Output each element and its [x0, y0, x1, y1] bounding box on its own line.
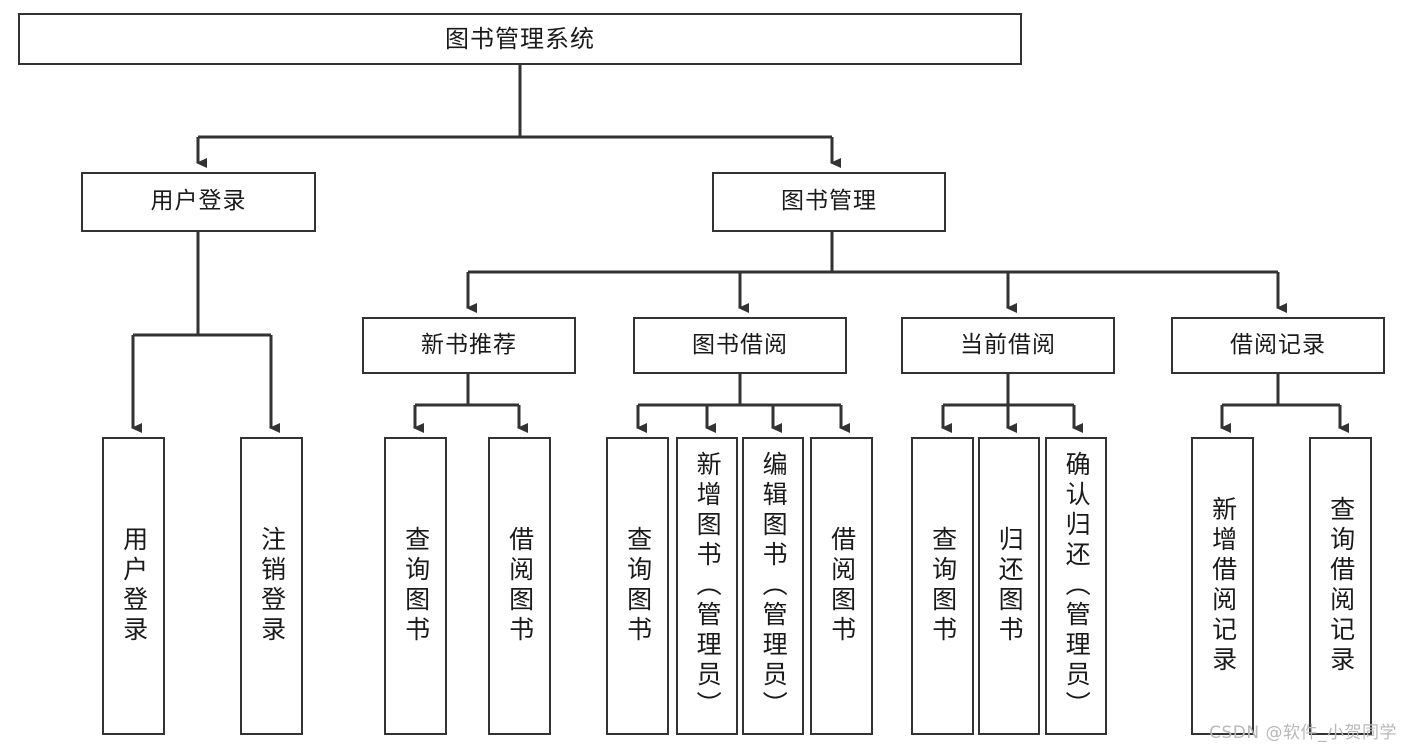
node-leaf-confirm-return[interactable]: 确认归还（管理员） [1045, 437, 1107, 735]
node-user-login[interactable]: 用户登录 [81, 172, 316, 232]
node-book-borrow-label: 图书借阅 [692, 331, 788, 358]
node-current-borrow[interactable]: 当前借阅 [901, 317, 1115, 374]
node-leaf-add-book-label: 新增图书（管理员） [693, 451, 723, 721]
node-leaf-borrow-book-2[interactable]: 借阅图书 [810, 437, 873, 735]
node-leaf-add-record[interactable]: 新增借阅记录 [1191, 437, 1254, 735]
node-leaf-borrow-book-2-label: 借阅图书 [827, 526, 857, 646]
node-leaf-query-book-3[interactable]: 查询图书 [911, 437, 974, 735]
node-book-borrow[interactable]: 图书借阅 [633, 317, 847, 374]
node-leaf-query-book-3-label: 查询图书 [928, 526, 958, 646]
node-root-label: 图书管理系统 [445, 24, 595, 53]
csdn-watermark: CSDN @软件_小贺同学 [1209, 723, 1397, 743]
node-current-borrow-label: 当前借阅 [960, 331, 1056, 358]
node-leaf-edit-book-label: 编辑图书（管理员） [759, 451, 789, 721]
node-leaf-add-record-label: 新增借阅记录 [1208, 496, 1238, 676]
node-leaf-return-book[interactable]: 归还图书 [978, 437, 1040, 735]
node-leaf-edit-book[interactable]: 编辑图书（管理员） [742, 437, 804, 735]
node-user-login-label: 用户登录 [150, 188, 247, 215]
node-leaf-borrow-book-1[interactable]: 借阅图书 [488, 437, 551, 735]
node-leaf-return-book-label: 归还图书 [995, 526, 1025, 646]
node-leaf-add-book[interactable]: 新增图书（管理员） [676, 437, 738, 735]
node-root[interactable]: 图书管理系统 [18, 13, 1022, 65]
node-leaf-user-login-label: 用户登录 [119, 526, 149, 646]
node-borrow-record-label: 借阅记录 [1230, 331, 1326, 358]
node-leaf-logout-label: 注销登录 [257, 526, 287, 646]
node-leaf-query-book-2-label: 查询图书 [623, 526, 653, 646]
node-book-mgmt-label: 图书管理 [781, 188, 877, 215]
node-book-mgmt[interactable]: 图书管理 [712, 172, 946, 232]
node-leaf-borrow-book-1-label: 借阅图书 [505, 526, 535, 646]
node-leaf-query-record-label: 查询借阅记录 [1326, 496, 1356, 676]
node-leaf-query-book-1[interactable]: 查询图书 [384, 437, 447, 735]
node-leaf-query-record[interactable]: 查询借阅记录 [1309, 437, 1372, 735]
node-new-book-rec-label: 新书推荐 [421, 331, 517, 358]
node-new-book-rec[interactable]: 新书推荐 [362, 317, 576, 374]
node-leaf-query-book-2[interactable]: 查询图书 [606, 437, 669, 735]
node-leaf-confirm-return-label: 确认归还（管理员） [1062, 451, 1092, 721]
node-leaf-user-login[interactable]: 用户登录 [102, 437, 165, 735]
node-leaf-query-book-1-label: 查询图书 [401, 526, 431, 646]
node-leaf-logout[interactable]: 注销登录 [240, 437, 303, 735]
node-borrow-record[interactable]: 借阅记录 [1171, 317, 1385, 374]
